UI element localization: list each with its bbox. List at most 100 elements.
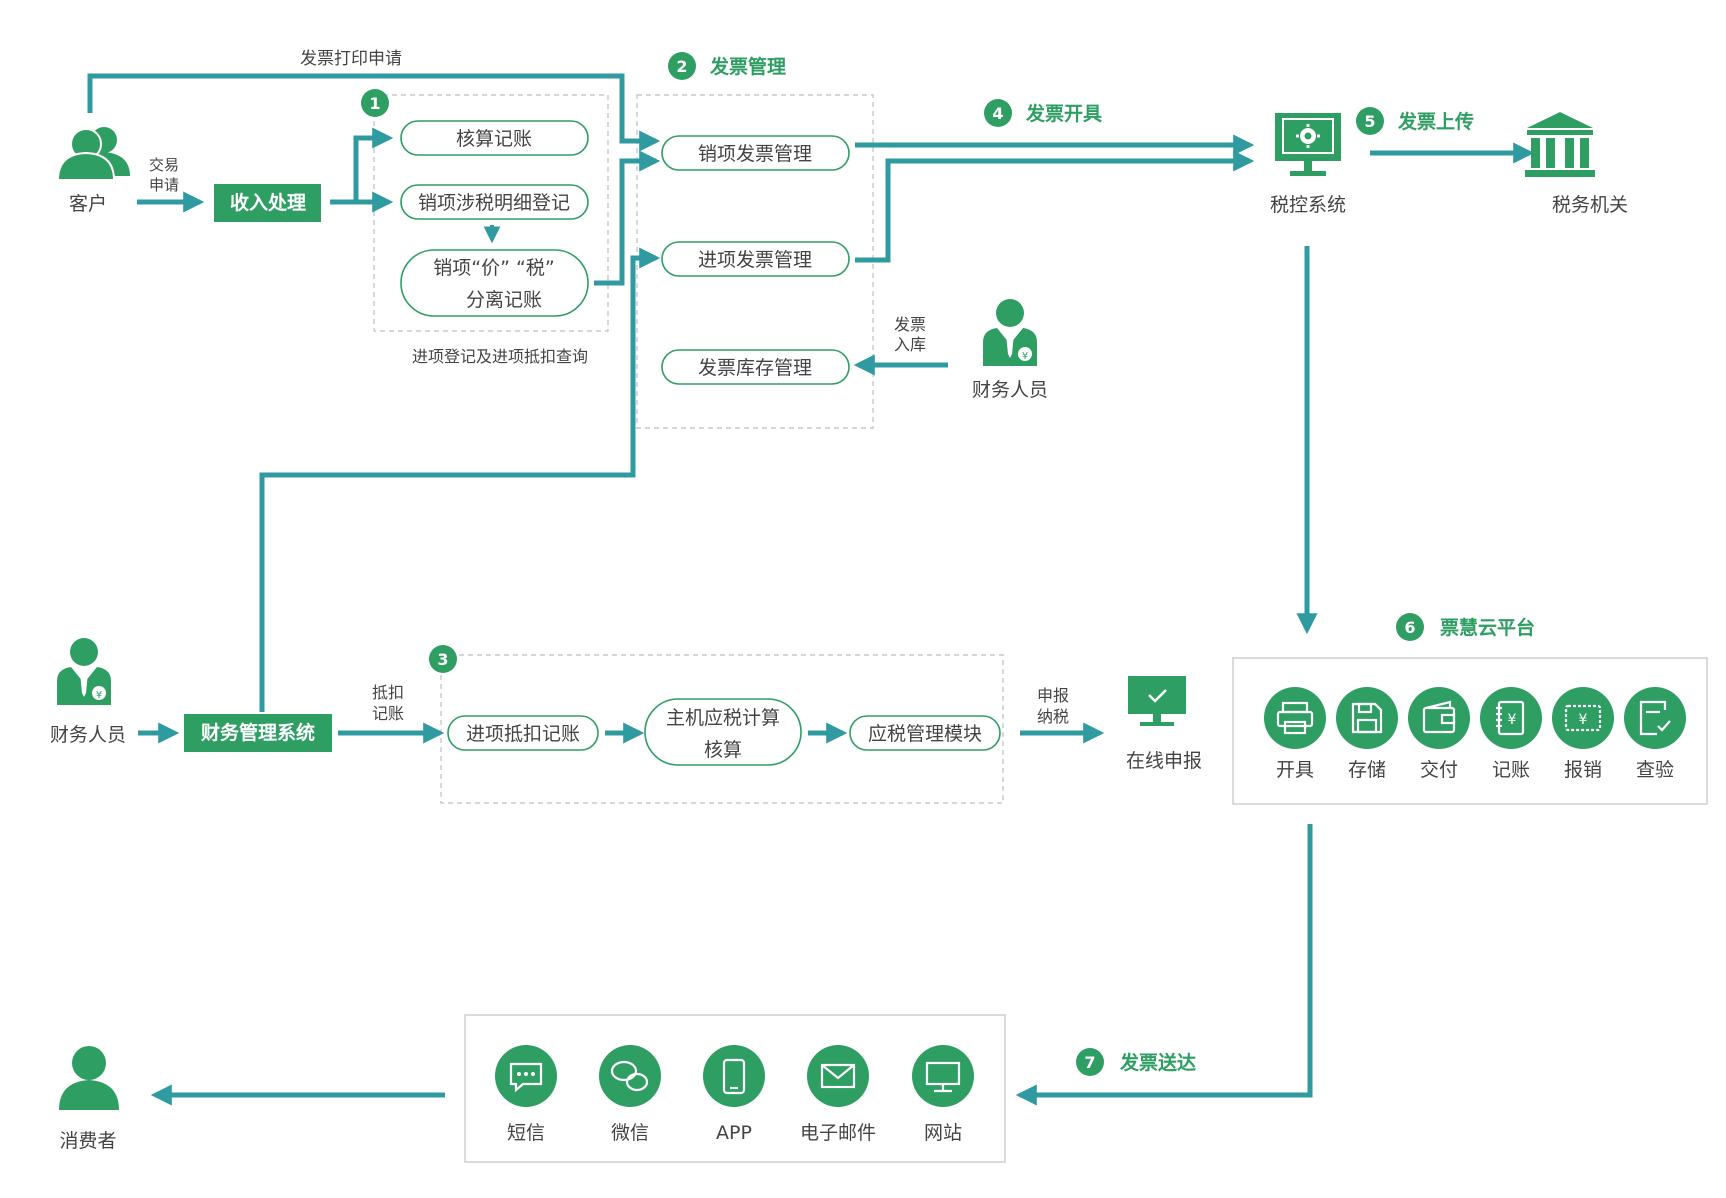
text-tax-module: 应税管理模块 xyxy=(868,723,982,745)
text-input-invoice: 进项发票管理 xyxy=(698,249,812,271)
text-accounting: 核算记账 xyxy=(456,128,532,150)
platform-icons: ¥ ¥ xyxy=(1264,687,1686,749)
platform-label-store: 存储 xyxy=(1348,759,1386,781)
delivery-label-app: APP xyxy=(716,1122,752,1144)
delivery-label-email: 电子邮件 xyxy=(800,1122,876,1144)
step-7-num: 7 xyxy=(1084,1053,1095,1072)
delivery-label-web: 网站 xyxy=(924,1122,962,1144)
ledger-icon xyxy=(1480,687,1542,749)
pill-input-deduct xyxy=(447,715,599,751)
text-finance-system: 财务管理系统 xyxy=(201,721,315,744)
step-3-badge xyxy=(429,645,457,673)
label-declare-1: 申报 xyxy=(1037,686,1069,705)
printer-icon xyxy=(1264,687,1326,749)
delivery-label-wechat: 微信 xyxy=(611,1122,649,1144)
step-4-badge xyxy=(984,99,1012,127)
tax-authority-icon xyxy=(1525,112,1595,177)
flow-input-to-taxcontrol xyxy=(855,150,1255,263)
label-tax-control: 税控系统 xyxy=(1270,194,1346,216)
text-sales-invoice: 销项发票管理 xyxy=(698,143,812,165)
svg-text:¥: ¥ xyxy=(96,690,102,701)
save-icon xyxy=(1336,687,1398,749)
delivery-box xyxy=(464,1014,1006,1163)
group-1-box xyxy=(373,94,609,332)
flow-platform-delivery xyxy=(1015,824,1313,1106)
step-2-badge xyxy=(668,52,696,80)
step-2-label: 发票管理 xyxy=(709,55,786,78)
step-4-num: 4 xyxy=(992,104,1003,123)
pill-tax-module xyxy=(849,715,1001,751)
check-doc-icon xyxy=(1624,687,1686,749)
label-print-request: 发票打印申请 xyxy=(300,49,402,69)
label-declare-2: 纳税 xyxy=(1037,707,1069,726)
platform-label-deliver: 交付 xyxy=(1420,759,1458,781)
mail-icon xyxy=(807,1045,869,1107)
text-sales-detail: 销项涉税明细登记 xyxy=(418,192,570,214)
step-5-num: 5 xyxy=(1364,112,1375,131)
finance-system-box xyxy=(184,714,332,752)
text-price-tax-1: 销项“价” “税” xyxy=(433,257,554,279)
pill-input-invoice xyxy=(661,241,850,277)
step-6-badge xyxy=(1396,613,1424,641)
phone-icon xyxy=(703,1045,765,1107)
platform-label-verify: 查验 xyxy=(1636,759,1674,781)
text-price-tax-2: 分离记账 xyxy=(466,289,542,311)
label-consumer: 消费者 xyxy=(59,1130,116,1152)
label-invoice-in-2: 入库 xyxy=(894,335,926,354)
pill-host-tax xyxy=(644,698,802,766)
text-invoice-stock: 发票库存管理 xyxy=(698,357,812,379)
tax-control-icon xyxy=(1275,113,1341,176)
step-2-num: 2 xyxy=(676,57,687,76)
online-declare-icon xyxy=(1128,676,1186,726)
label-tax-authority: 税务机关 xyxy=(1552,194,1628,216)
step-6-num: 6 xyxy=(1404,618,1415,637)
step-5-label: 发票上传 xyxy=(1397,110,1474,133)
flow-pricetax-to-sales xyxy=(594,150,661,286)
step-4-label: 发票开具 xyxy=(1025,102,1102,125)
pill-invoice-stock xyxy=(661,349,850,385)
wallet-icon xyxy=(1408,687,1470,749)
label-input-query: 进项登记及进项抵扣查询 xyxy=(412,347,588,366)
finance-staff-icon-top: ¥ xyxy=(983,299,1037,366)
pill-sales-detail xyxy=(400,184,589,220)
text-income-processing: 收入处理 xyxy=(230,191,306,214)
label-trade-request-1: 交易 xyxy=(149,156,179,174)
income-processing-box xyxy=(214,184,321,222)
text-input-deduct: 进项抵扣记账 xyxy=(466,723,580,745)
flow-to-accounting xyxy=(353,127,394,202)
text-host-tax-2: 核算 xyxy=(704,739,742,761)
label-online-declare: 在线申报 xyxy=(1126,750,1202,772)
platform-label-issue: 开具 xyxy=(1276,759,1314,781)
label-deduct-1: 抵扣 xyxy=(372,683,404,702)
flow-finsys-to-input xyxy=(259,247,661,712)
step-5-badge xyxy=(1356,107,1384,135)
text-host-tax-1: 主机应税计算 xyxy=(666,707,780,729)
svg-text:¥: ¥ xyxy=(1579,712,1588,728)
finance-staff-icon-left: ¥ xyxy=(57,638,111,705)
group-2-box xyxy=(636,94,874,429)
label-finance-staff-top: 财务人员 xyxy=(972,379,1048,401)
monitor-icon xyxy=(912,1045,974,1107)
consumer-icon xyxy=(59,1046,119,1110)
platform-label-reimburse: 报销 xyxy=(1564,759,1602,781)
pill-sales-invoice xyxy=(661,135,850,171)
customer-icon xyxy=(56,127,130,181)
label-customer: 客户 xyxy=(69,193,107,215)
step-3-num: 3 xyxy=(437,650,448,669)
platform-label-book: 记账 xyxy=(1492,759,1530,781)
pill-accounting xyxy=(400,120,589,156)
svg-text:¥: ¥ xyxy=(1022,351,1028,362)
label-finance-staff-left: 财务人员 xyxy=(50,724,126,746)
step-7-label: 发票送达 xyxy=(1119,1051,1196,1074)
step-1-badge xyxy=(361,89,389,117)
delivery-label-sms: 短信 xyxy=(507,1122,545,1144)
svg-text:¥: ¥ xyxy=(1508,712,1517,728)
platform-box xyxy=(1232,657,1708,805)
step-6-label: 票慧云平台 xyxy=(1440,616,1535,639)
label-invoice-in-1: 发票 xyxy=(894,315,926,334)
yen-ticket-icon xyxy=(1552,687,1614,749)
delivery-icons xyxy=(495,1045,974,1107)
label-deduct-2: 记账 xyxy=(372,704,404,723)
pill-price-tax xyxy=(400,249,589,317)
